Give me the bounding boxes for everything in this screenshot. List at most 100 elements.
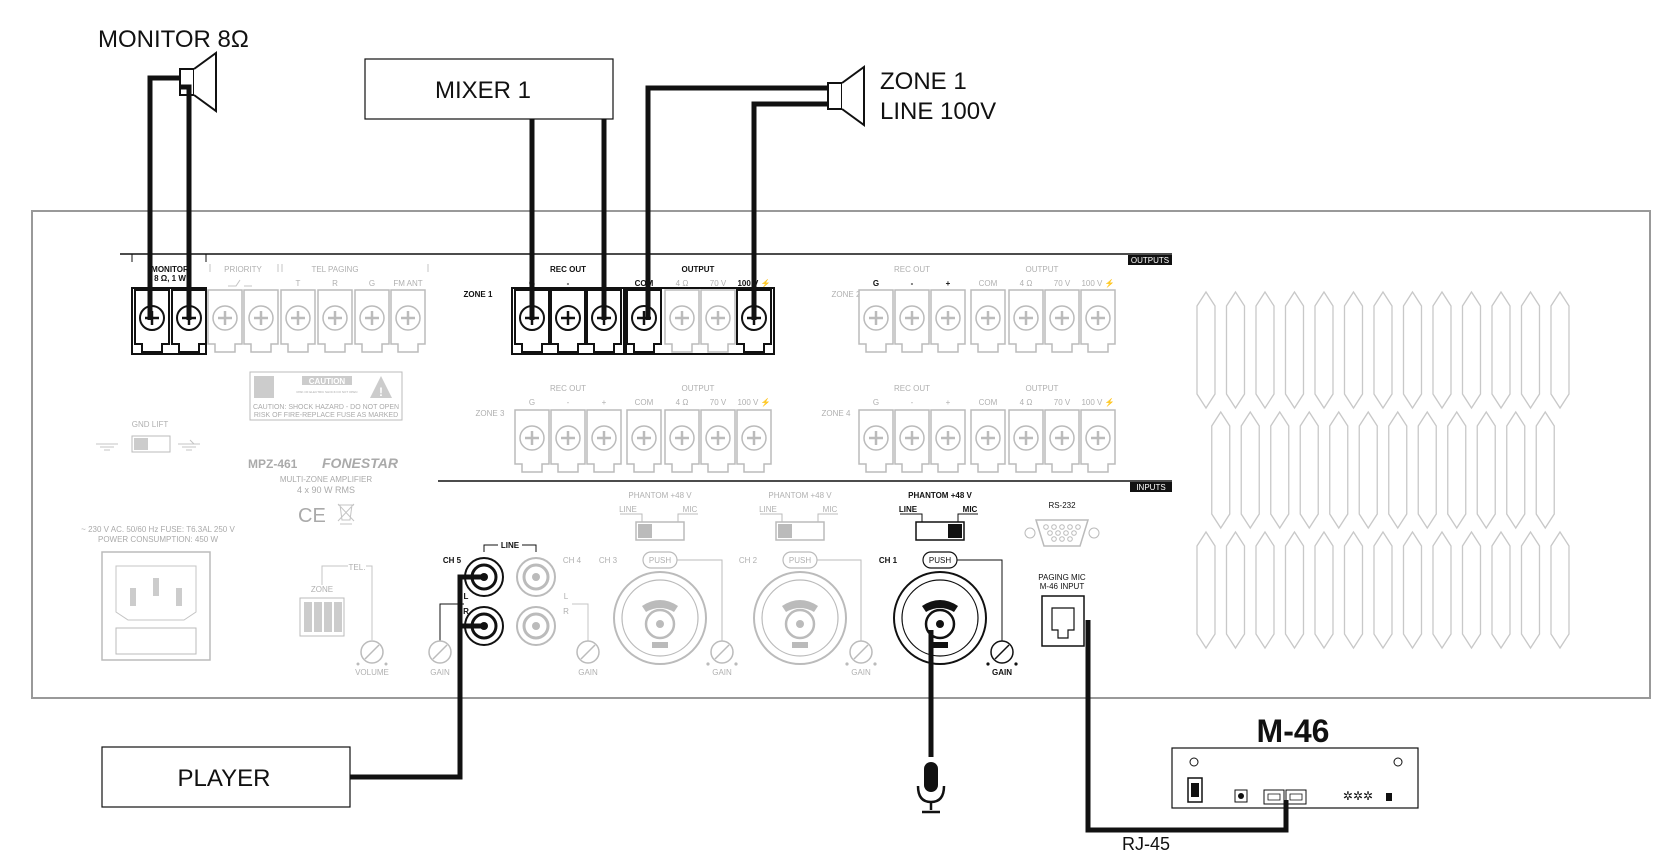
ventilation-grille	[1196, 290, 1570, 650]
ch4-label: CH 4	[563, 556, 582, 565]
monitor-priority-tel-group: MONITOR 8 Ω, 1 W PRIORITY TEL PAGING T R…	[131, 254, 429, 288]
zone-4-rec-g: G	[873, 398, 879, 407]
grille-slot	[1447, 410, 1467, 530]
grille-slot	[1520, 530, 1541, 650]
m46-label: M-46	[1257, 713, 1330, 749]
xlr-ch2-gain-label: GAIN	[851, 668, 871, 677]
model-description: MULTI-ZONE AMPLIFIER	[280, 475, 373, 484]
zone-2-rec-out-label: REC OUT	[894, 265, 930, 274]
grille-slot	[1402, 530, 1423, 650]
gnd-lift-label: GND LIFT	[132, 420, 169, 429]
zone-1-label: ZONE 1	[464, 290, 493, 299]
xlr-ch2-channel-label: CH 2	[739, 556, 758, 565]
zone4-terminal-3	[970, 409, 1006, 473]
left-terminal-4	[280, 289, 316, 353]
paging-mic-sublabel: M-46 INPUT	[1040, 582, 1085, 591]
grille-slot	[1211, 410, 1231, 530]
zone3-terminal-4	[664, 409, 700, 473]
xlr-ch1-line-label: LINE	[899, 505, 918, 514]
rj45-cable-label: RJ-45	[1122, 834, 1170, 854]
gnd-lift-switch: GND LIFT	[96, 420, 200, 453]
priority-label: PRIORITY	[224, 265, 262, 274]
grille-slot	[1506, 410, 1526, 530]
caution-title: CAUTION	[309, 377, 346, 386]
zone2-terminal-1	[894, 289, 930, 353]
zone-2-label: ZONE 2	[832, 290, 861, 299]
ch4-r-label: R	[563, 607, 569, 616]
zone4-terminal-0	[858, 409, 894, 473]
zone-1-terminal-block	[511, 287, 775, 355]
grille-slot	[1402, 290, 1423, 410]
zone2-terminal-4	[1008, 289, 1044, 353]
xlr-ch3-mic-label: MIC	[683, 505, 698, 514]
xlr-ch3-channel-label: CH 3	[599, 556, 618, 565]
zone3-terminal-5	[700, 409, 736, 473]
grille-slot	[1196, 530, 1216, 650]
grille-slot	[1461, 290, 1482, 410]
zone-1-output-label: OUTPUT	[682, 265, 715, 274]
inputs-tag: INPUTS	[1136, 483, 1165, 492]
player-label: PLAYER	[178, 765, 271, 792]
zone4-terminal-4	[1008, 409, 1044, 473]
caution-line-1: CAUTION: SHOCK HAZARD - DO NOT OPEN	[253, 404, 399, 411]
zone-1-out-4ohm: 4 Ω	[676, 279, 689, 288]
zone-2-rec-g: G	[873, 279, 879, 288]
tel-paging-label: TEL PAGING	[311, 265, 358, 274]
zone-4-rec-plus: +	[946, 398, 951, 407]
grille-slot	[1255, 290, 1275, 410]
zone-4-output-label: OUTPUT	[1026, 384, 1059, 393]
zone1-terminal-5	[700, 289, 736, 353]
grille-slot	[1270, 410, 1290, 530]
grille-slot	[1196, 290, 1216, 410]
line-label: LINE	[501, 541, 520, 550]
zone-3-out-100v: 100 V ⚡	[737, 397, 770, 407]
zone-2-outputs: ZONE 2 REC OUT OUTPUT G - + COM 4 Ω 70 V…	[832, 265, 1115, 299]
grille-slot	[1520, 290, 1541, 410]
zone-2-out-4ohm: 4 Ω	[1020, 279, 1033, 288]
xlr-ch1-push-label: PUSH	[929, 556, 951, 565]
zone3-terminal-1	[550, 409, 586, 473]
zone-4-terminal-block	[858, 409, 1116, 473]
zone-3-label: ZONE 3	[476, 409, 505, 418]
zone-4-out-4ohm: 4 Ω	[1020, 398, 1033, 407]
ch4-gain-label: GAIN	[578, 668, 598, 677]
ce-mark: CE	[298, 505, 326, 527]
zone-3-terminal-block	[514, 409, 772, 473]
grille-slot	[1491, 290, 1511, 410]
grille-slot	[1299, 410, 1319, 530]
zone-2-output-label: OUTPUT	[1026, 265, 1059, 274]
grille-slot	[1550, 290, 1570, 410]
zone1-terminal-4	[664, 289, 700, 353]
zone2-terminal-3	[970, 289, 1006, 353]
m46-indicators: ✲✲✲	[1343, 789, 1373, 803]
left-terminal-block	[131, 287, 426, 355]
zone-2-rec-minus: -	[911, 279, 914, 288]
monitor-terminal-label: MONITOR	[151, 265, 189, 274]
power-consumption: POWER CONSUMPTION: 450 W	[98, 535, 218, 544]
grille-slot	[1550, 530, 1570, 650]
zone-4-rec-out-label: REC OUT	[894, 384, 930, 393]
tel-term-r: R	[332, 279, 338, 288]
xlr-ch1-mic-label: MIC	[963, 505, 978, 514]
rs232-label: RS-232	[1048, 501, 1076, 510]
paging-mic-label: PAGING MIC	[1038, 573, 1086, 582]
zone-3-rec-minus: -	[567, 398, 570, 407]
grille-slot	[1343, 290, 1364, 410]
zone-3-rec-g: G	[529, 398, 535, 407]
grille-slot	[1388, 410, 1408, 530]
caution-label: ! CAUTION RISK OF ELECTRIC SHOCK DO NOT …	[249, 371, 403, 421]
xlr-ch2-mic-label: MIC	[823, 505, 838, 514]
xlr-ch1-phantom-label: PHANTOM +48 V	[908, 491, 972, 500]
zone-3-out-com: COM	[635, 398, 654, 407]
left-terminal-7	[390, 289, 426, 353]
grille-slot	[1535, 410, 1555, 530]
tel-term-fm-ant: FM ANT	[393, 279, 422, 288]
zone-1-out-com: COM	[635, 279, 654, 288]
grille-slot	[1461, 530, 1482, 650]
zone2-terminal-0	[858, 289, 894, 353]
zone-4-outputs: ZONE 4 REC OUT OUTPUT G - + COM 4 Ω 70 V…	[822, 384, 1115, 418]
zone1-terminal-1	[550, 289, 586, 353]
grille-slot	[1358, 410, 1378, 530]
